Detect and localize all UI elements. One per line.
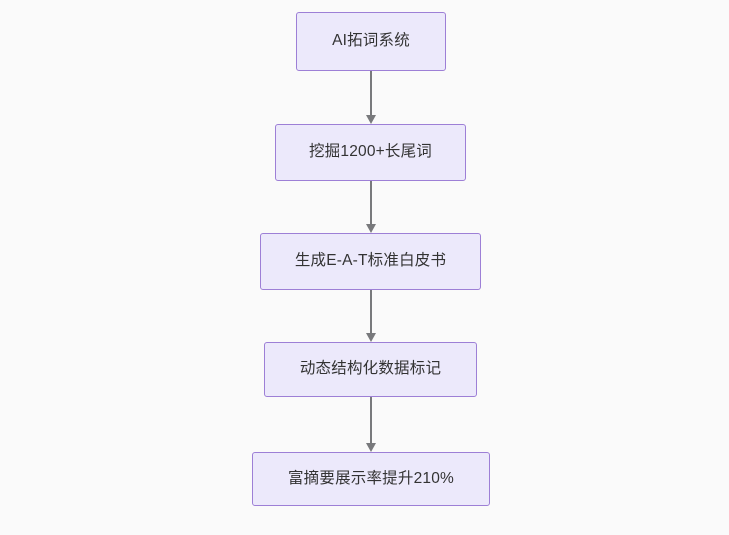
- arrow-head-icon: [366, 443, 376, 452]
- arrow-head-icon: [366, 224, 376, 233]
- flow-node-label: 生成E-A-T标准白皮书: [294, 252, 447, 270]
- flow-node-mine-longtail-keywords[interactable]: 挖掘1200+长尾词: [275, 124, 466, 181]
- flow-node-label: 动态结构化数据标记: [299, 360, 442, 378]
- arrow-head-icon: [366, 115, 376, 124]
- edge-line: [370, 71, 372, 115]
- flow-node-rich-snippet-impression-lift[interactable]: 富摘要展示率提升210%: [252, 452, 490, 506]
- edge-line: [370, 290, 372, 333]
- edge-line: [370, 397, 372, 443]
- flow-node-generate-eat-whitepaper[interactable]: 生成E-A-T标准白皮书: [260, 233, 481, 290]
- flow-node-ai-keyword-system[interactable]: AI拓词系统: [296, 12, 446, 71]
- flow-node-label: AI拓词系统: [332, 32, 410, 50]
- flow-node-dynamic-structured-data-markup[interactable]: 动态结构化数据标记: [264, 342, 477, 397]
- flow-node-label: 挖掘1200+长尾词: [308, 143, 433, 161]
- edge-line: [370, 181, 372, 224]
- arrow-head-icon: [366, 333, 376, 342]
- flow-node-label: 富摘要展示率提升210%: [287, 469, 455, 487]
